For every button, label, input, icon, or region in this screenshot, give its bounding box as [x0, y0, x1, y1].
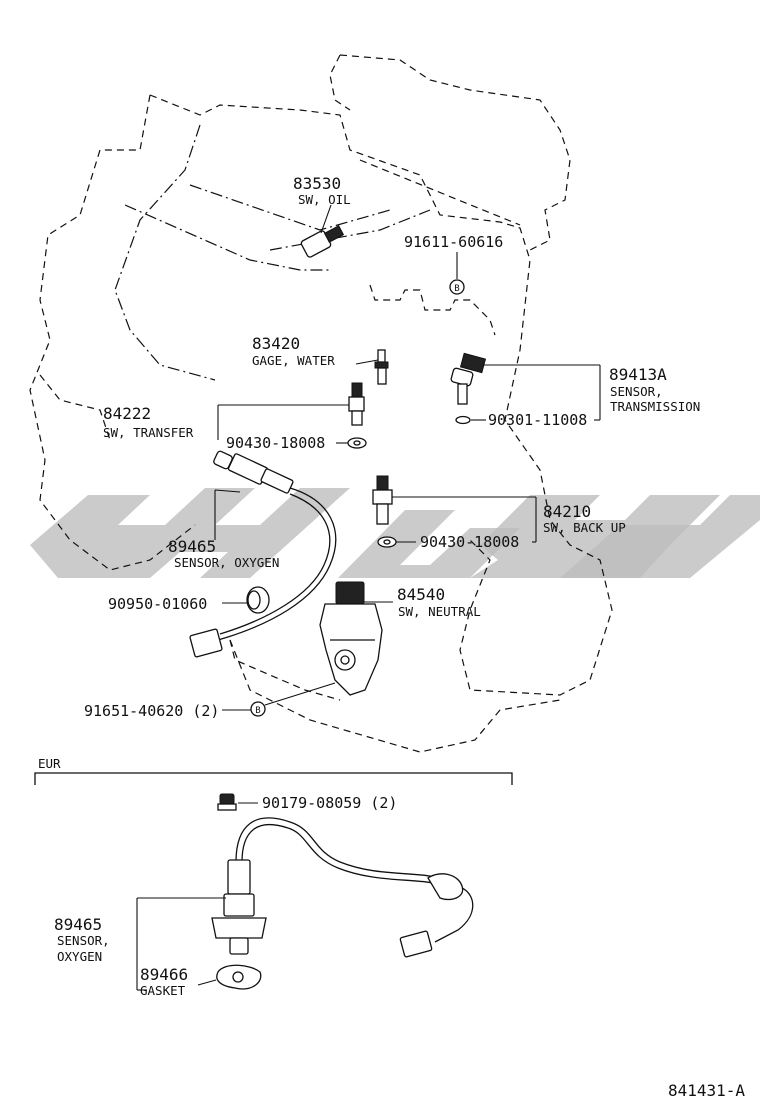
oring-trans-number: 90301-11008 [488, 411, 587, 429]
sensor-transmission-name-1: SENSOR, [610, 384, 663, 399]
gasket-icon [216, 964, 262, 990]
sw-oil-number: 83530 [293, 174, 341, 193]
gasket-icon [347, 437, 367, 449]
oxygen-sensor-icon [189, 450, 337, 658]
sensor-transmission-name-2: TRANSMISSION [610, 399, 700, 414]
gage-water-number: 83420 [252, 334, 300, 353]
sw-transfer-name: SW, TRANSFER [103, 425, 194, 440]
bolt-neutral-number: 91651-40620 (2) [84, 702, 219, 720]
eur-gasket-number: 89466 [140, 965, 188, 984]
oring-icon [455, 415, 471, 425]
gasket-transfer-number: 90430-18008 [226, 434, 325, 452]
eur-sensor-name-1: SENSOR, [57, 933, 110, 948]
sw-backup-name: SW, BACK UP [543, 520, 626, 535]
sw-transfer-number: 84222 [103, 404, 151, 423]
eur-sensor-number: 89465 [54, 915, 102, 934]
sensor-oxygen-name: SENSOR, OXYGEN [174, 555, 279, 570]
transmission-sensor-icon [450, 352, 487, 405]
water-temp-gage-icon [374, 349, 389, 385]
svg-text:B: B [255, 706, 260, 716]
svg-text:B: B [454, 284, 459, 294]
grommet-number: 90950-01060 [108, 595, 207, 613]
grommet-icon [246, 586, 270, 614]
gasket-icon [377, 536, 397, 548]
bolt-icon: B [250, 701, 266, 717]
gage-water-name: GAGE, WATER [252, 353, 335, 368]
oxygen-sensor-icon [211, 817, 474, 958]
watermark-logo [30, 488, 760, 578]
engine-outline [29, 54, 613, 753]
neutral-switch-icon [319, 581, 383, 696]
eur-nut-number: 90179-08059 (2) [262, 794, 397, 812]
sensor-transmission-number: 89413A [609, 365, 667, 384]
eur-gasket-name: GASKET [140, 983, 186, 998]
sw-neutral-number: 84540 [397, 585, 445, 604]
oil-pressure-switch-icon [300, 225, 345, 258]
sensor-oxygen-number: 89465 [168, 537, 216, 556]
sw-backup-number: 84210 [543, 502, 591, 521]
bolt-icon: B [449, 279, 465, 295]
backup-switch-icon [372, 475, 393, 525]
gasket-backup-number: 90430-18008 [420, 533, 519, 551]
leader-lines [214, 204, 601, 711]
nut-icon [217, 793, 237, 811]
part-labels: 83530 SW, OIL 91611-60616 83420 GAGE, WA… [38, 174, 745, 1100]
sw-oil-name: SW, OIL [298, 192, 351, 207]
diagram-reference: 841431-A [668, 1081, 745, 1100]
eur-label: EUR [38, 756, 61, 771]
bolt-top-number: 91611-60616 [404, 233, 503, 251]
eur-sensor-name-2: OXYGEN [57, 949, 102, 964]
transfer-switch-icon [348, 382, 365, 426]
eur-section-frame [34, 772, 513, 785]
sw-neutral-name: SW, NEUTRAL [398, 604, 481, 619]
eur-leader-lines [136, 802, 258, 991]
